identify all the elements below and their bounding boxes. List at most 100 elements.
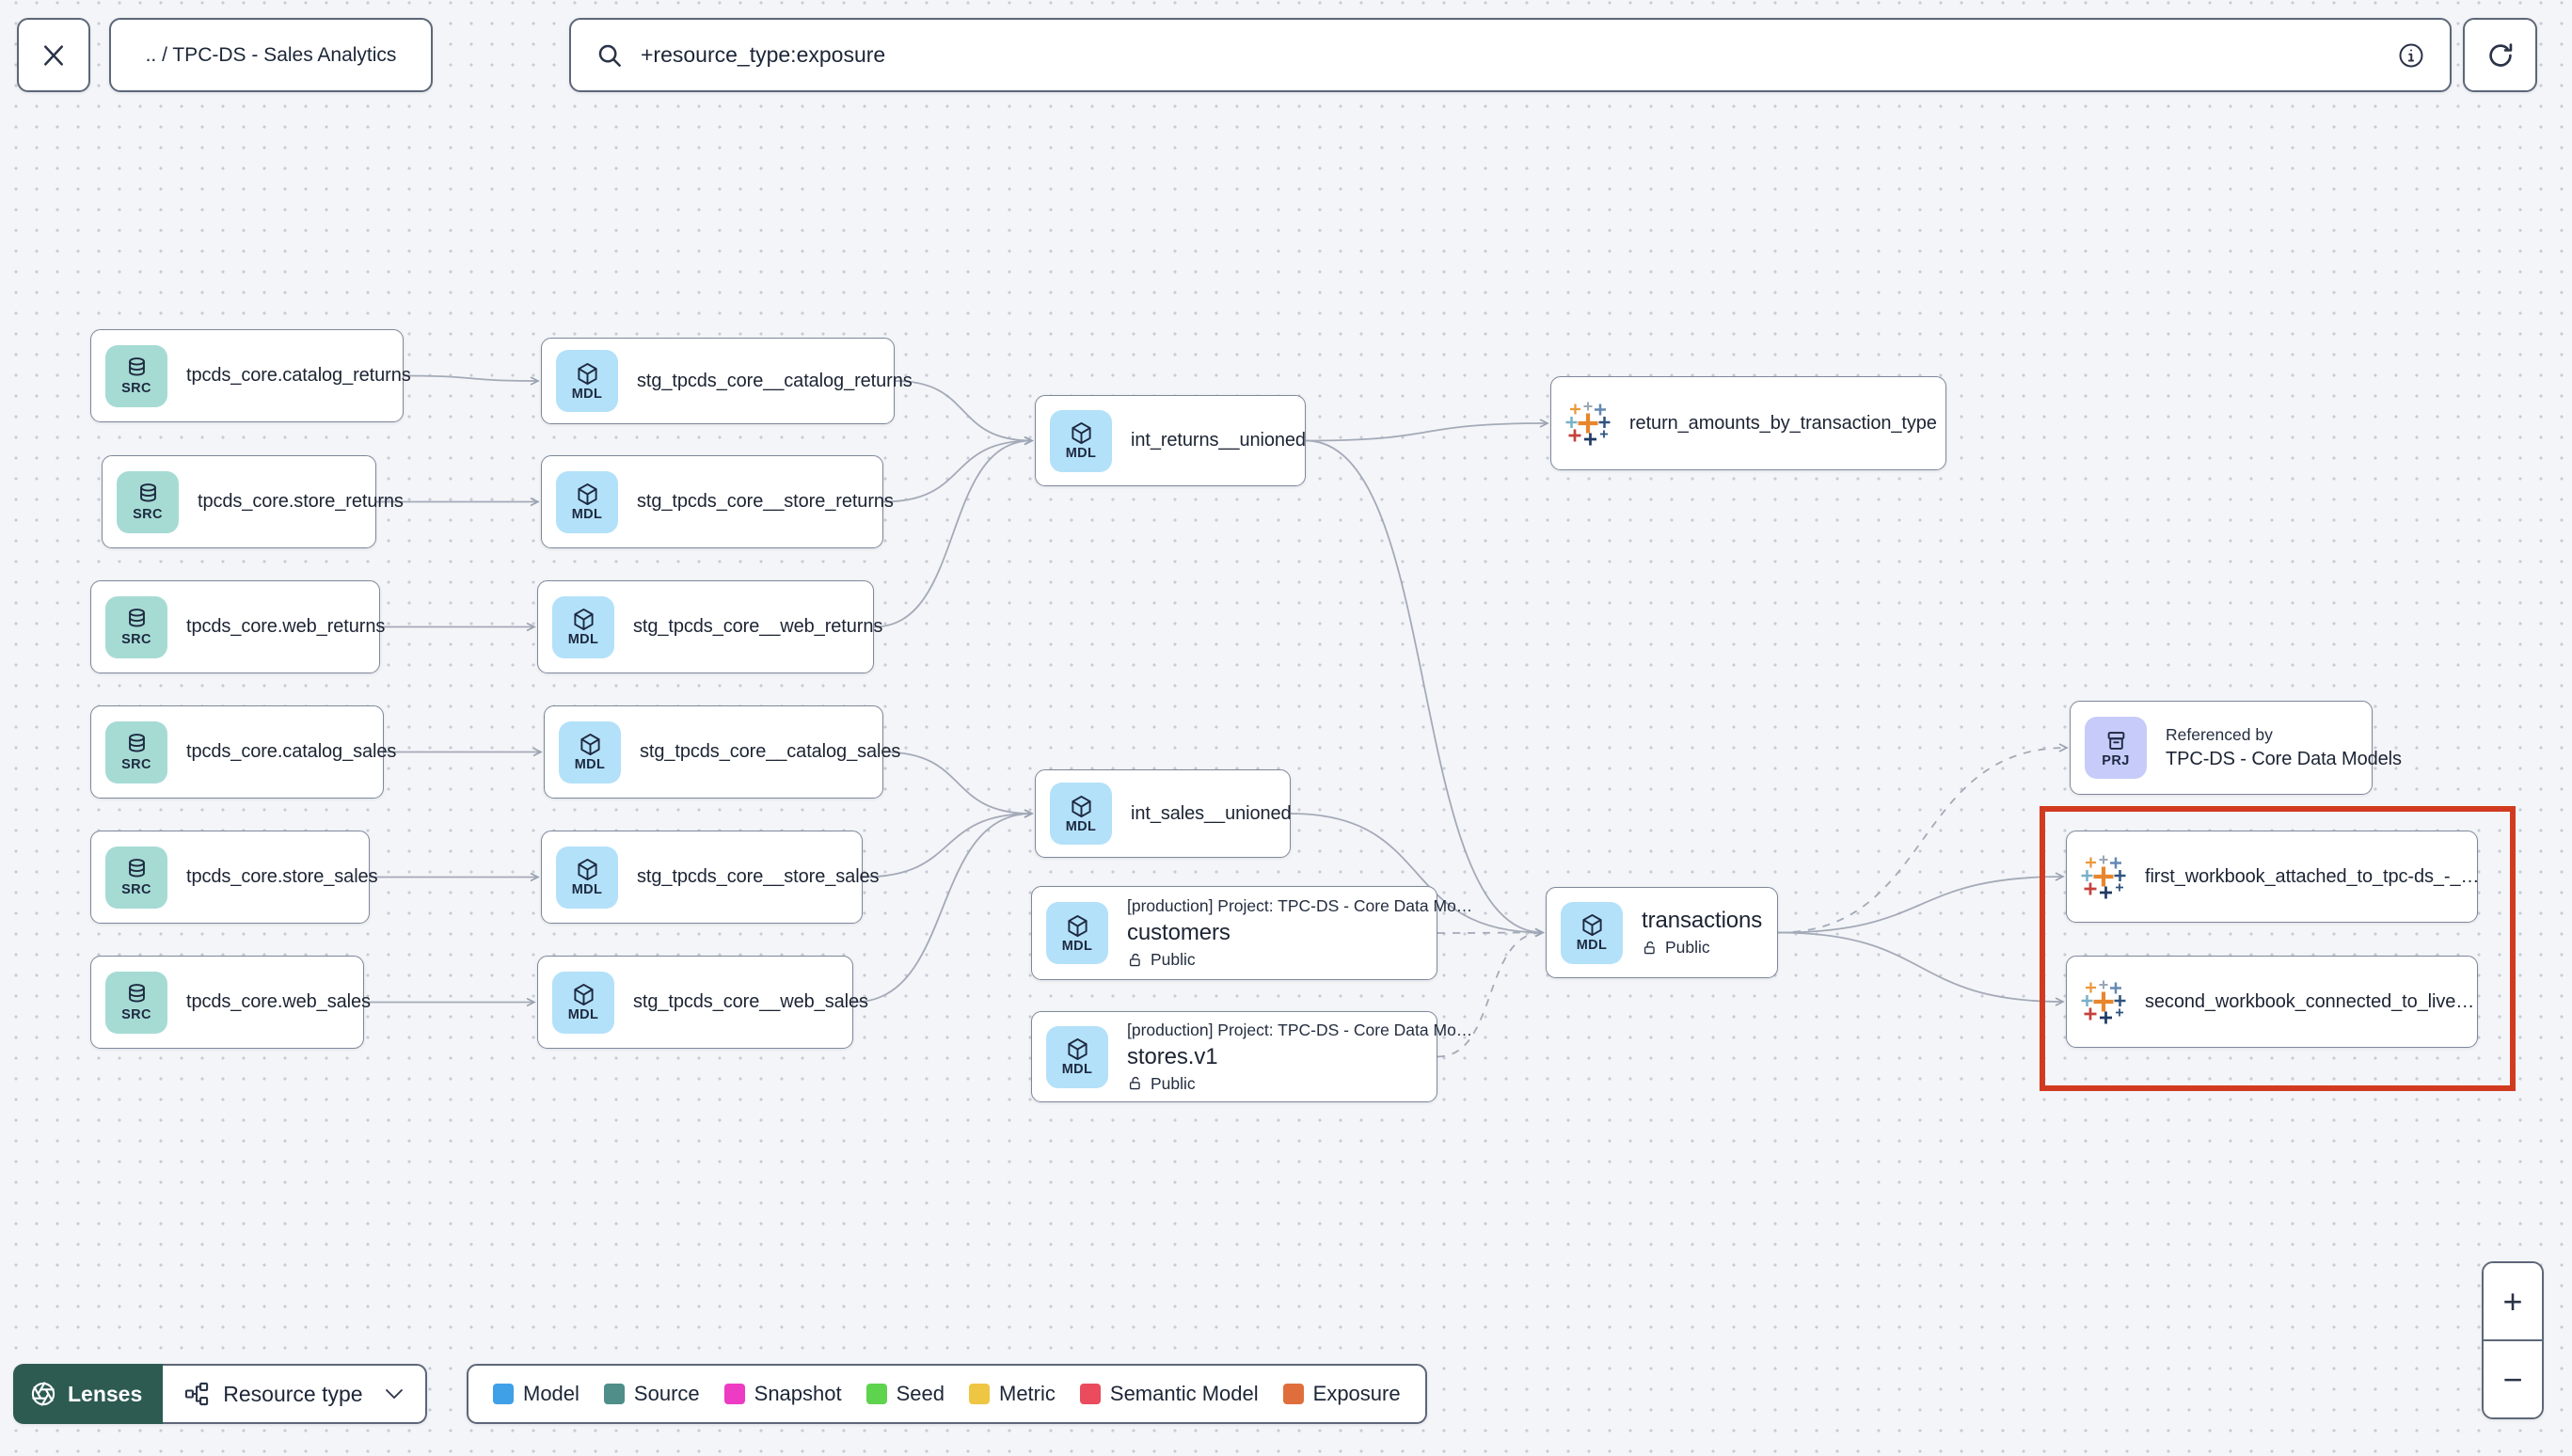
source-icon	[128, 984, 145, 1003]
graph-node-src_store_sales[interactable]: SRC tpcds_core.store_sales	[90, 831, 378, 924]
legend-label: Metric	[999, 1382, 1056, 1405]
legend-swatch	[723, 1384, 745, 1404]
legend-item-semantic-model: Semantic Model	[1079, 1382, 1259, 1406]
unlock-icon	[1129, 953, 1140, 966]
zoom-divider	[2484, 1339, 2542, 1341]
tableau-exposure-icon	[2081, 980, 2126, 1024]
chip-label: SRC	[121, 632, 151, 648]
refresh-icon	[2488, 42, 2512, 67]
chip-label: MDL	[574, 757, 606, 773]
graph-node-src_catalog_returns[interactable]: SRC tpcds_core.catalog_returns	[90, 329, 411, 422]
edge-stg_web_returns-to-int_returns_unioned	[873, 441, 1032, 628]
info-icon[interactable]	[2397, 41, 2425, 70]
graph-node-int_returns_unioned[interactable]: MDL int_returns__unioned	[1035, 395, 1306, 486]
node-title: stg_tpcds_core__web_sales	[633, 991, 868, 1012]
resource-type-icon	[185, 1382, 209, 1406]
graph-node-exp_first_workbook[interactable]: first_workbook_attached_to_tpc-ds_-_…	[2066, 831, 2479, 923]
close-icon	[44, 44, 63, 66]
legend-swatch	[969, 1384, 990, 1404]
node-text: int_returns__unioned	[1131, 430, 1306, 451]
legend-item-snapshot: Snapshot	[723, 1382, 842, 1406]
source-icon	[128, 734, 145, 752]
node-text: tpcds_core.catalog_returns	[186, 365, 411, 387]
legend-swatch	[493, 1384, 514, 1404]
graph-node-src_catalog_sales[interactable]: SRC tpcds_core.catalog_sales	[90, 705, 397, 799]
node-title: stg_tpcds_core__store_sales	[637, 866, 880, 887]
zoom-controls: + −	[2482, 1261, 2544, 1419]
node-title: tpcds_core.web_returns	[186, 616, 386, 637]
edge-customers-to-transactions	[1437, 933, 1543, 934]
legend-label: Source	[633, 1382, 700, 1405]
source-type-chip: SRC	[105, 846, 167, 909]
node-title: int_sales__unioned	[1131, 802, 1292, 824]
node-title: customers	[1127, 920, 1230, 945]
node-title: TPC-DS - Core Data Models	[2166, 749, 2402, 769]
edge-stg_catalog_sales-to-int_sales_unioned	[882, 751, 1032, 815]
legend-swatch	[603, 1384, 625, 1404]
edge-stg_web_sales-to-int_sales_unioned	[852, 814, 1032, 1004]
graph-node-exp_return_amounts[interactable]: return_amounts_by_transaction_type	[1550, 376, 1946, 470]
edge-transactions-to-prj_core_models	[1777, 748, 2067, 934]
chip-label: MDL	[571, 386, 603, 402]
graph-node-stg_web_sales[interactable]: MDL stg_tpcds_core__web_sales	[537, 956, 868, 1049]
node-title: return_amounts_by_transaction_type	[1629, 412, 1937, 434]
node-text: [production] Project: TPC-DS - Core Data…	[1127, 896, 1473, 970]
project-icon	[2107, 731, 2124, 750]
node-meta: [production] Project: TPC-DS - Core Data…	[1127, 1020, 1473, 1039]
chip-label: MDL	[1065, 446, 1097, 462]
chip-label: MDL	[1065, 818, 1097, 834]
zoom-in-button[interactable]: +	[2484, 1263, 2542, 1339]
chip-label: MDL	[571, 507, 603, 523]
tableau-exposure-icon	[1565, 402, 1611, 446]
graph-node-src_web_returns[interactable]: SRC tpcds_core.web_returns	[90, 580, 386, 673]
edge-stg_store_returns-to-int_returns_unioned	[882, 441, 1032, 503]
access-label: Public	[1151, 950, 1196, 969]
search-bar[interactable]: +resource_type:exposure	[569, 18, 2452, 92]
source-type-chip: SRC	[117, 470, 179, 533]
zoom-out-button[interactable]: −	[2484, 1341, 2542, 1417]
graph-node-int_sales_unioned[interactable]: MDL int_sales__unioned	[1035, 769, 1292, 858]
model-type-chip: MDL	[552, 971, 614, 1034]
node-text: tpcds_core.store_sales	[186, 866, 378, 888]
source-type-chip: SRC	[105, 720, 167, 783]
model-icon	[1067, 914, 1088, 937]
edge-transactions-to-exp_first_workbook	[1777, 877, 2063, 934]
lens-selected-label: Resource type	[223, 1381, 363, 1406]
model-icon	[1581, 914, 1602, 937]
breadcrumb[interactable]: .. / TPC-DS - Sales Analytics	[109, 18, 433, 92]
close-button[interactable]	[17, 18, 90, 92]
legend-label: Semantic Model	[1109, 1382, 1259, 1405]
graph-node-customers[interactable]: MDL[production] Project: TPC-DS - Core D…	[1031, 886, 1473, 980]
chip-label: SRC	[121, 381, 151, 397]
refresh-button[interactable]	[2463, 18, 2537, 92]
chip-label: PRJ	[2102, 752, 2130, 768]
legend-item-model: Model	[493, 1382, 579, 1406]
lens-controls: Lenses Resource type	[13, 1364, 427, 1424]
node-meta: [production] Project: TPC-DS - Core Data…	[1127, 896, 1473, 915]
lenses-label: Lenses	[68, 1381, 143, 1406]
aperture-icon	[31, 1382, 56, 1406]
graph-node-stores_v1[interactable]: MDL[production] Project: TPC-DS - Core D…	[1031, 1011, 1473, 1102]
model-icon	[573, 609, 594, 631]
search-input[interactable]: +resource_type:exposure	[641, 42, 886, 67]
lenses-button[interactable]: Lenses	[13, 1364, 164, 1424]
graph-node-exp_second_workbook[interactable]: second_workbook_connected_to_live…	[2066, 956, 2478, 1048]
tableau-exposure-icon	[2081, 855, 2126, 899]
node-title: tpcds_core.catalog_sales	[186, 741, 397, 762]
node-text: second_workbook_connected_to_live…	[2145, 991, 2474, 1013]
legend-label: Snapshot	[754, 1382, 842, 1405]
lens-selector[interactable]: Resource type	[163, 1364, 427, 1424]
edge-stg_catalog_returns-to-int_returns_unioned	[894, 380, 1032, 441]
